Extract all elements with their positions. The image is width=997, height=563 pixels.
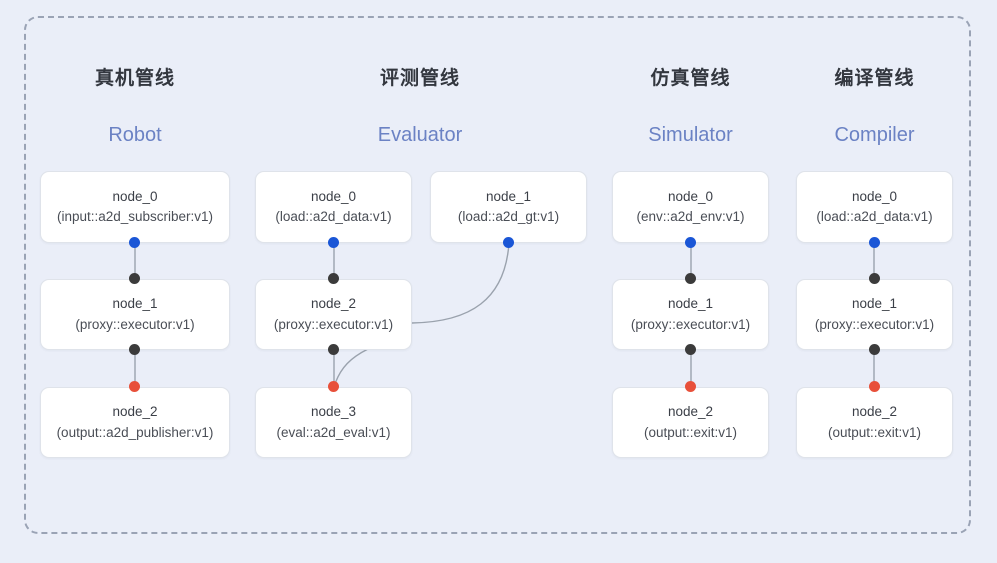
node-evaluator-gt[interactable]: node_1 (load::a2d_gt:v1) [430,171,587,243]
port-relay-robot-1-out[interactable] [129,344,140,355]
node-label: node_2 [310,296,357,312]
node-compiler-2[interactable]: node_2 (output::exit:v1) [796,387,953,458]
node-spec: (output::exit:v1) [643,424,738,440]
port-output-evaluator-0[interactable] [328,237,339,248]
node-compiler-0[interactable]: node_0 (load::a2d_data:v1) [796,171,953,243]
node-evaluator-3[interactable]: node_3 (eval::a2d_eval:v1) [255,387,412,458]
node-evaluator-2[interactable]: node_2 (proxy::executor:v1) [255,279,412,350]
port-output-evaluator-gt[interactable] [503,237,514,248]
node-simulator-1[interactable]: node_1 (proxy::executor:v1) [612,279,769,350]
column-title-en-robot: Robot [108,124,162,146]
column-title-cn-robot: 真机管线 [94,68,175,89]
port-relay-compiler-1-out[interactable] [869,344,880,355]
node-label: node_2 [112,404,158,420]
port-relay-robot-1-in[interactable] [129,273,140,284]
node-spec: (proxy::executor:v1) [75,316,195,332]
node-label: node_1 [851,296,898,312]
node-label: node_0 [310,188,357,204]
port-terminal-evaluator-3[interactable] [328,381,339,392]
node-label: node_0 [851,188,898,204]
port-terminal-simulator-2[interactable] [685,381,696,392]
node-robot-2[interactable]: node_2 (output::a2d_publisher:v1) [40,387,230,458]
node-spec: (eval::a2d_eval:v1) [276,424,391,440]
node-label: node_0 [112,188,158,204]
column-title-cn-simulator: 仿真管线 [650,68,731,89]
node-spec: (load::a2d_data:v1) [816,209,933,224]
node-robot-0[interactable]: node_0 (input::a2d_subscriber:v1) [40,171,230,243]
port-relay-evaluator-2-in[interactable] [328,273,339,284]
column-title-cn-evaluator: 评测管线 [379,68,460,89]
node-spec: (load::a2d_data:v1) [275,209,392,224]
pipeline-group-frame [24,16,971,534]
column-title-en-compiler: Compiler [834,124,915,146]
node-spec: (output::a2d_publisher:v1) [56,424,214,440]
node-evaluator-0[interactable]: node_0 (load::a2d_data:v1) [255,171,412,243]
node-label: node_1 [112,296,158,312]
column-title-en-evaluator: Evaluator [377,124,463,146]
node-spec: (env::a2d_env:v1) [636,209,745,224]
port-output-robot-0[interactable] [129,237,140,248]
node-label: node_2 [667,404,714,420]
column-title-en-simulator: Simulator [648,124,733,146]
column-title-cn-compiler: 编译管线 [834,68,915,89]
node-label: node_1 [485,188,532,204]
node-compiler-1[interactable]: node_1 (proxy::executor:v1) [796,279,953,350]
port-output-compiler-0[interactable] [869,237,880,248]
port-terminal-compiler-2[interactable] [869,381,880,392]
node-spec: (proxy::executor:v1) [273,316,394,332]
node-spec: (output::exit:v1) [827,424,922,440]
node-spec: (load::a2d_gt:v1) [457,209,560,224]
node-spec: (proxy::executor:v1) [814,316,935,332]
port-relay-compiler-1-in[interactable] [869,273,880,284]
node-label: node_1 [667,296,714,312]
port-terminal-robot-2[interactable] [129,381,140,392]
port-relay-simulator-1-out[interactable] [685,344,696,355]
port-relay-simulator-1-in[interactable] [685,273,696,284]
node-spec: (input::a2d_subscriber:v1) [56,209,214,224]
port-output-simulator-0[interactable] [685,237,696,248]
port-relay-evaluator-2-out[interactable] [328,344,339,355]
node-label: node_0 [667,188,714,204]
node-simulator-2[interactable]: node_2 (output::exit:v1) [612,387,769,458]
node-label: node_3 [310,404,357,420]
node-simulator-0[interactable]: node_0 (env::a2d_env:v1) [612,171,769,243]
node-robot-1[interactable]: node_1 (proxy::executor:v1) [40,279,230,350]
node-label: node_2 [851,404,898,420]
node-spec: (proxy::executor:v1) [630,316,751,332]
